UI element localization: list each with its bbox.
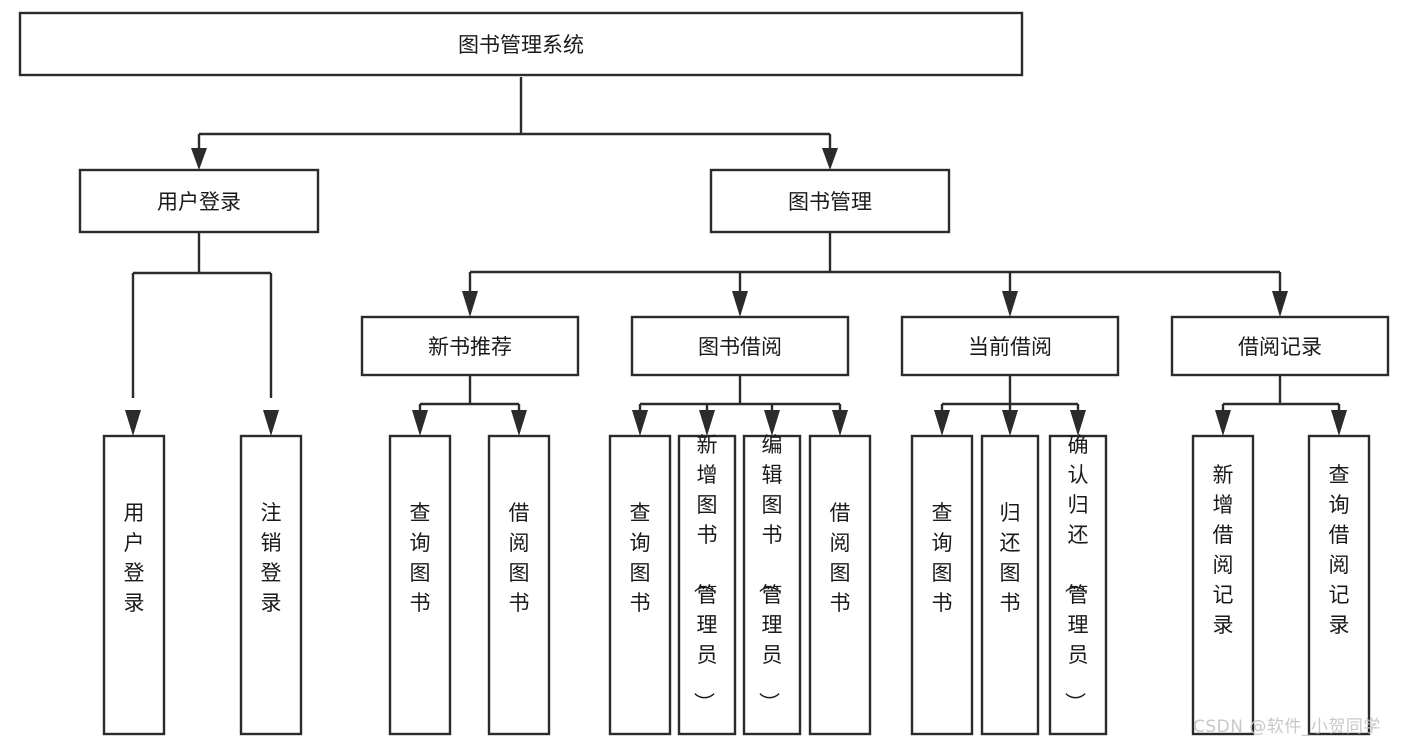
node-leaf-add-borrow-record-box[interactable] — [1191, 434, 1255, 736]
node-leaf-borrow-book-1[interactable]: 借阅图书 — [487, 434, 551, 736]
arrowhead-new-book-recommend — [462, 291, 478, 317]
node-current-borrow-label: 当前借阅 — [968, 335, 1052, 359]
node-leaf-logout-login-box[interactable] — [239, 434, 303, 736]
node-new-book-recommend-box[interactable] — [360, 315, 580, 377]
node-leaf-query-borrow-record-box[interactable] — [1307, 434, 1371, 736]
node-leaf-borrow-book-2[interactable]: 借阅图书 — [808, 434, 872, 736]
arrowhead-leaf-query-book-2 — [632, 410, 648, 436]
node-root-label: 图书管理系统 — [458, 33, 584, 57]
connector-layer — [125, 77, 1347, 436]
node-book-manage-label: 图书管理 — [788, 190, 872, 214]
node-book-manage[interactable]: 图书管理 — [709, 168, 951, 234]
node-leaf-logout-login-label: 注销登录 — [261, 501, 282, 615]
arrowhead-leaf-query-book-1 — [412, 410, 428, 436]
node-leaf-user-login-box[interactable] — [102, 434, 166, 736]
node-leaf-logout-login[interactable]: 注销登录 — [239, 434, 303, 736]
arrowhead-leaf-query-borrow-record — [1331, 410, 1347, 436]
node-leaf-add-borrow-record-label: 新增借阅记录 — [1213, 463, 1234, 637]
node-root-box[interactable] — [18, 11, 1024, 77]
arrowhead-borrow-record — [1272, 291, 1288, 317]
node-current-borrow-box[interactable] — [900, 315, 1120, 377]
node-leaf-add-book-box[interactable] — [677, 434, 737, 736]
node-leaf-return-book-label: 归还图书 — [1000, 501, 1021, 615]
arrowhead-leaf-borrow-book-2 — [832, 410, 848, 436]
node-borrow-record-label: 借阅记录 — [1238, 335, 1322, 359]
node-current-borrow[interactable]: 当前借阅 — [900, 315, 1120, 377]
node-leaf-query-book-3-box[interactable] — [910, 434, 974, 736]
node-leaf-query-borrow-record-label: 查询借阅记录 — [1329, 463, 1350, 637]
node-leaf-edit-book-label: 编辑图书（管理员） — [757, 433, 783, 713]
arrowhead-book-manage — [822, 148, 838, 170]
node-leaf-query-book-2[interactable]: 查询图书 — [608, 434, 672, 736]
node-borrow-record[interactable]: 借阅记录 — [1170, 315, 1390, 377]
node-leaf-return-book-box[interactable] — [980, 434, 1040, 736]
node-new-book-recommend[interactable]: 新书推荐 — [360, 315, 580, 377]
node-leaf-query-book-2-label: 查询图书 — [630, 501, 651, 615]
node-leaf-add-book-label: 新增图书（管理员） — [692, 433, 718, 713]
arrowhead-leaf-add-borrow-record — [1215, 410, 1231, 436]
arrowhead-leaf-return-book — [1002, 410, 1018, 436]
node-book-manage-box[interactable] — [709, 168, 951, 234]
csdn-watermark: CSDN @软件_小贺同学 — [1193, 717, 1381, 737]
node-leaf-confirm-return-box[interactable] — [1048, 434, 1108, 736]
node-leaf-query-book-3-label: 查询图书 — [932, 501, 953, 615]
node-borrow-record-box[interactable] — [1170, 315, 1390, 377]
node-leaf-user-login-label: 用户登录 — [124, 501, 145, 615]
node-leaf-borrow-book-2-box[interactable] — [808, 434, 872, 736]
arrowhead-current-borrow — [1002, 291, 1018, 317]
node-leaf-edit-book-box[interactable] — [742, 434, 802, 736]
arrowhead-leaf-borrow-book-1 — [511, 410, 527, 436]
arrowhead-user-login — [191, 148, 207, 170]
node-leaf-user-login[interactable]: 用户登录 — [102, 434, 166, 736]
node-leaf-borrow-book-1-label: 借阅图书 — [509, 501, 530, 615]
node-leaf-query-book-1-box[interactable] — [388, 434, 452, 736]
node-leaf-edit-book[interactable]: 编辑图书（管理员） — [742, 433, 802, 736]
node-book-borrow[interactable]: 图书借阅 — [630, 315, 850, 377]
node-new-book-recommend-label: 新书推荐 — [428, 335, 512, 359]
node-book-borrow-label: 图书借阅 — [698, 335, 782, 359]
node-leaf-query-borrow-record[interactable]: 查询借阅记录 — [1307, 434, 1371, 736]
node-leaf-query-book-1-label: 查询图书 — [410, 501, 431, 615]
arrowhead-leaf-user-login — [125, 410, 141, 436]
node-root[interactable]: 图书管理系统 — [18, 11, 1024, 77]
node-leaf-confirm-return[interactable]: 确认归还（管理员） — [1048, 433, 1108, 736]
node-leaf-query-book-3[interactable]: 查询图书 — [910, 434, 974, 736]
arrowhead-leaf-logout-login — [263, 410, 279, 436]
node-leaf-add-book[interactable]: 新增图书（管理员） — [677, 433, 737, 736]
arrowhead-leaf-query-book-3 — [934, 410, 950, 436]
node-leaf-borrow-book-1-box[interactable] — [487, 434, 551, 736]
node-leaf-query-book-2-box[interactable] — [608, 434, 672, 736]
node-book-borrow-box[interactable] — [630, 315, 850, 377]
node-leaf-confirm-return-label: 确认归还（管理员） — [1063, 433, 1089, 713]
node-leaf-borrow-book-2-label: 借阅图书 — [830, 501, 851, 615]
node-leaf-add-borrow-record[interactable]: 新增借阅记录 — [1191, 434, 1255, 736]
node-leaf-query-book-1[interactable]: 查询图书 — [388, 434, 452, 736]
arrowhead-leaf-add-book — [699, 410, 715, 436]
arrowhead-leaf-edit-book — [764, 410, 780, 436]
arrowhead-book-borrow — [732, 291, 748, 317]
arrowhead-leaf-confirm-return — [1070, 410, 1086, 436]
node-user-login-box[interactable] — [78, 168, 320, 234]
node-user-login-label: 用户登录 — [157, 190, 241, 214]
node-user-login[interactable]: 用户登录 — [78, 168, 320, 234]
node-leaf-return-book[interactable]: 归还图书 — [980, 434, 1040, 736]
